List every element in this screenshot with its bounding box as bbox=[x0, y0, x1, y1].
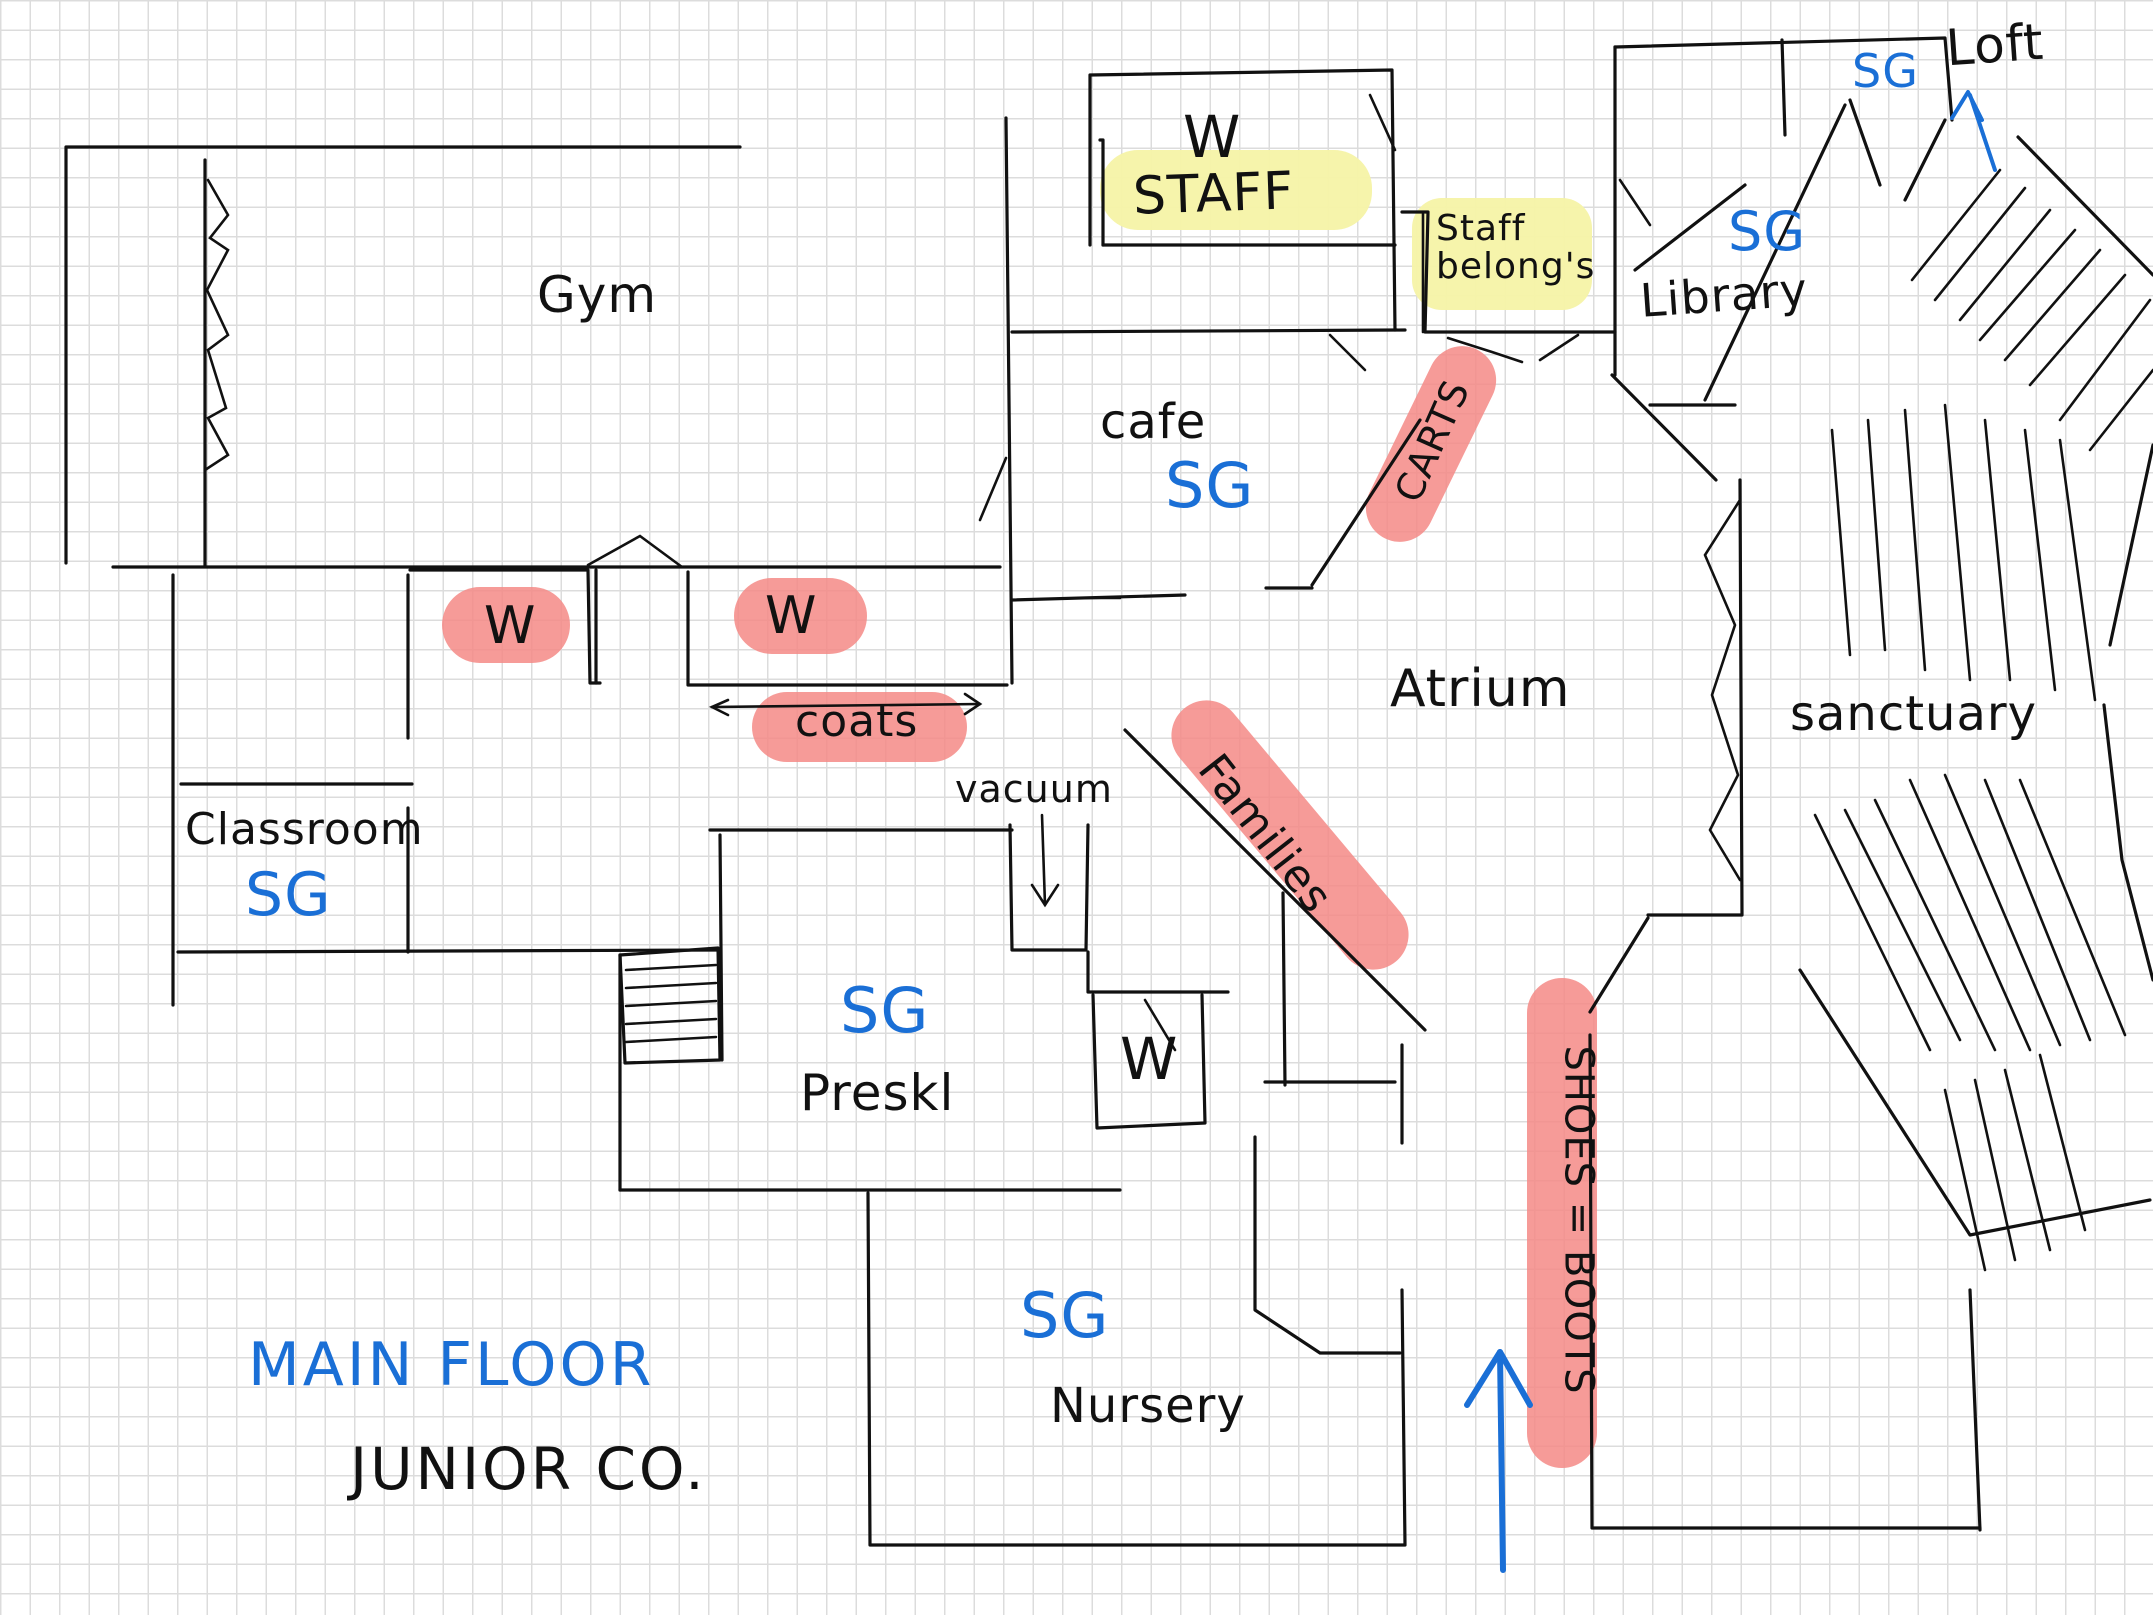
library-label: Library bbox=[1638, 262, 1810, 328]
cafe-door bbox=[978, 456, 1008, 522]
gym-wall bbox=[64, 145, 742, 565]
nursery-label: Nursery bbox=[1050, 1378, 1246, 1434]
coats-arrow-line bbox=[710, 702, 982, 709]
loft-label: Loft bbox=[1944, 12, 2046, 78]
cafe-top-wall bbox=[1010, 328, 1407, 334]
coats-label: coats bbox=[795, 696, 919, 747]
preskl-sg-marker: SG bbox=[840, 974, 930, 1047]
central-wall bbox=[1004, 116, 1014, 685]
walls bbox=[64, 36, 2153, 1547]
highlights bbox=[442, 150, 1597, 1468]
shoes-boots-highlight bbox=[1527, 978, 1597, 1468]
staff-belongings-wall bbox=[1400, 210, 1617, 334]
washroom-2-marker: W bbox=[765, 586, 818, 646]
families-inner-wall bbox=[1281, 891, 1287, 1087]
library-divider bbox=[1780, 38, 1787, 137]
loft-lines-1 bbox=[1903, 118, 1947, 202]
cafe-diagonal bbox=[1310, 418, 1422, 587]
sanctuary-bottom-edge bbox=[1798, 968, 2152, 1237]
preskl-washroom-wall bbox=[1086, 950, 1230, 994]
classroom-sg-marker: SG bbox=[245, 860, 332, 930]
library-inner-wall bbox=[1633, 183, 1747, 272]
sanctuary-label: sanctuary bbox=[1790, 686, 2038, 742]
vacuum-arrow bbox=[1040, 813, 1047, 907]
loft-right-edge bbox=[2016, 135, 2153, 277]
staff-door bbox=[1368, 93, 1397, 152]
coats-arrow-head bbox=[963, 692, 983, 716]
gym-bleachers bbox=[203, 178, 230, 472]
staff-room-inner bbox=[1098, 138, 1105, 247]
sanctuary-lower-right bbox=[1968, 1288, 1982, 1532]
washroom-highlight-1 bbox=[442, 587, 570, 663]
families-wall bbox=[1123, 728, 1427, 1032]
gym-label: Gym bbox=[537, 266, 658, 324]
preskl-washroom-marker: W bbox=[1120, 1025, 1179, 1093]
entrance-bottom-wall bbox=[1588, 1033, 1982, 1530]
library-bottom bbox=[1610, 373, 1718, 482]
library-wall bbox=[1613, 36, 1954, 122]
library-sg-marker: SG bbox=[1728, 200, 1807, 263]
staff-belongings-highlight bbox=[1412, 198, 1592, 310]
staff-washroom-marker: W bbox=[1183, 103, 1242, 171]
carts-highlight bbox=[1365, 346, 1497, 542]
vacuum-label: vacuum bbox=[955, 767, 1113, 811]
junior-co-subtitle: JUNIOR CO. bbox=[350, 1435, 707, 1503]
loft-arrow bbox=[1950, 90, 1997, 172]
library-door bbox=[1618, 178, 1652, 227]
staff-label: STAFF bbox=[1132, 161, 1296, 227]
washroom-1-marker: W bbox=[484, 596, 537, 656]
families-highlight bbox=[1171, 700, 1409, 970]
entrance-arrow bbox=[1464, 1349, 1533, 1573]
belongings-door bbox=[1538, 333, 1580, 362]
classroom-bottom-wall bbox=[176, 948, 720, 954]
atrium-entrance-diag bbox=[1588, 916, 1650, 1014]
vacuum-arrow-head bbox=[1030, 883, 1060, 908]
staff-highlight bbox=[1100, 150, 1372, 230]
nursery-sg-marker: SG bbox=[1020, 1279, 1110, 1352]
loft-stair-outline bbox=[1848, 98, 1882, 187]
preskl-washroom-door bbox=[1143, 998, 1177, 1052]
sanctuary-right-curve-2 bbox=[2102, 703, 2153, 982]
classroom-label: Classroom bbox=[185, 804, 424, 855]
cafe-label: cafe bbox=[1100, 394, 1207, 450]
washroom-2-wall bbox=[686, 570, 1009, 687]
vacuum-closet bbox=[1008, 823, 1090, 952]
atrium-label: Atrium bbox=[1390, 659, 1571, 719]
preskl-washroom bbox=[1091, 993, 1207, 1130]
main-floor-title: MAIN FLOOR bbox=[248, 1330, 655, 1400]
sanctuary-pews bbox=[1813, 403, 2127, 1272]
atrium-right-wall bbox=[1646, 478, 1744, 917]
washroom-highlight-2 bbox=[734, 578, 867, 654]
coats-highlight bbox=[752, 692, 967, 762]
nursery-wall bbox=[866, 1191, 1407, 1547]
nursery-inner-wall bbox=[1253, 1135, 1402, 1355]
atrium-zigzag bbox=[1703, 498, 1742, 882]
preskl-left-wall bbox=[718, 833, 724, 1062]
staff-belongings-label: Staff belong's bbox=[1436, 208, 1596, 287]
sanctuary-right-curve-1 bbox=[2108, 443, 2153, 647]
cafe-sg-marker: SG bbox=[1165, 449, 1255, 522]
loft-sg-marker: SG bbox=[1852, 44, 1919, 98]
shoes-boots-label: SHOES = BOOTS bbox=[1555, 1045, 1602, 1395]
loft-stairs bbox=[1910, 168, 2153, 452]
cafe-door-2 bbox=[1328, 333, 1367, 372]
library-right-diag bbox=[1703, 103, 1847, 402]
staff-room-wall bbox=[1088, 68, 1397, 332]
preskl-stairs bbox=[618, 946, 722, 1065]
belongings-lines bbox=[1446, 336, 1524, 364]
gym-door bbox=[586, 534, 684, 569]
preskl-label: Preskl bbox=[800, 1064, 955, 1122]
